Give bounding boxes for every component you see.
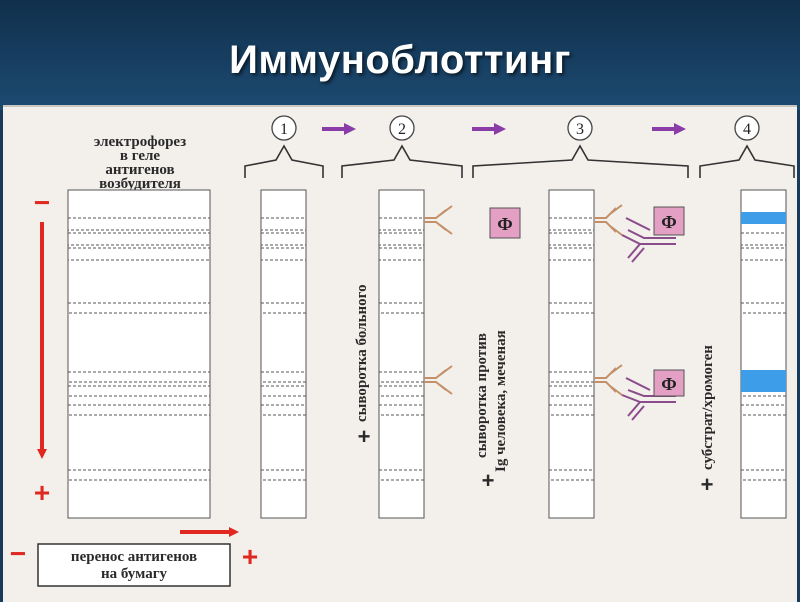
enzyme-tag-box: [489, 207, 521, 239]
primary-antibody-icon-bottom: [594, 364, 623, 396]
primary-antibody-icon-top: [594, 204, 623, 236]
plus-sign-bottom: +: [34, 477, 50, 508]
electrophoresis-label: электрофорез в геле антигенов возбудител…: [94, 134, 186, 192]
title-bar: [0, 0, 800, 110]
label-line-3: антигенов: [105, 162, 174, 178]
step-2: 2: [389, 115, 415, 141]
transfer-box: [37, 543, 231, 587]
stained-band-1: [741, 212, 786, 224]
enzyme-tag-label-bottom: Ф: [661, 374, 676, 394]
label-line-4: возбудителя: [99, 176, 181, 192]
strip-1: [260, 189, 307, 519]
strip-4: [740, 189, 787, 519]
step-3: 3: [567, 115, 593, 141]
enzyme-tag-label-top: Ф: [661, 212, 676, 232]
antibody-icon-step2-top: [424, 205, 453, 235]
anti-ig-label-line-1: сыворотка против: [474, 333, 490, 458]
brace-2: [341, 144, 463, 178]
step-braces: [244, 144, 795, 178]
strip-3-bands: [548, 217, 595, 481]
secondary-antibody-icon-top: [621, 217, 676, 263]
gel-strip: [67, 189, 211, 519]
transfer-line-2: на бумагу: [101, 566, 168, 582]
step-number-3: 3: [576, 121, 584, 138]
step-circle-4: [734, 115, 760, 141]
step-number-2: 2: [398, 121, 406, 138]
enzyme-tag-box-top: [653, 206, 685, 236]
anti-ig-label-line-2: Ig человека, меченая: [493, 330, 509, 472]
patient-serum-plus: +: [358, 424, 371, 449]
anti-ig-plus: +: [482, 468, 495, 493]
stained-band-2: [741, 370, 786, 392]
labeled-complex-bottom: Ф: [594, 364, 685, 421]
transfer-minus: −: [10, 538, 26, 569]
strip-2-bands: [378, 217, 425, 481]
page-title: Иммуноблоттинг: [229, 38, 571, 82]
brace-4: [699, 144, 795, 178]
substrate-plus: +: [701, 472, 714, 497]
strip-3: [548, 189, 595, 519]
strip-1-bands: [260, 217, 307, 481]
brace-1: [244, 144, 324, 178]
enzyme-tag-box-bottom: [653, 369, 685, 397]
step-circle-2: [389, 115, 415, 141]
brace-3: [472, 144, 689, 178]
step-circle-3: [567, 115, 593, 141]
step-number-4: 4: [743, 121, 751, 138]
step-4: 4: [734, 115, 760, 141]
step-1: 1: [271, 115, 297, 141]
substrate-label: субстрат/хромоген: [700, 345, 716, 470]
step-circle-1: [271, 115, 297, 141]
patient-serum-label: сыворотка больного: [354, 284, 370, 422]
labeled-complex-top: Ф: [594, 204, 685, 263]
minus-sign-top: −: [34, 187, 50, 218]
step-number-1: 1: [280, 121, 288, 138]
antibody-icon-step2-bottom: [424, 365, 453, 395]
transfer-plus: +: [242, 541, 258, 572]
gel-bands: [67, 217, 211, 481]
label-line-2: в геле: [120, 148, 161, 164]
transfer-line-1: перенос антигенов: [71, 549, 197, 565]
enzyme-tag-label: Ф: [497, 214, 512, 234]
strip-2: [378, 189, 425, 519]
label-line-1: электрофорез: [94, 134, 186, 150]
